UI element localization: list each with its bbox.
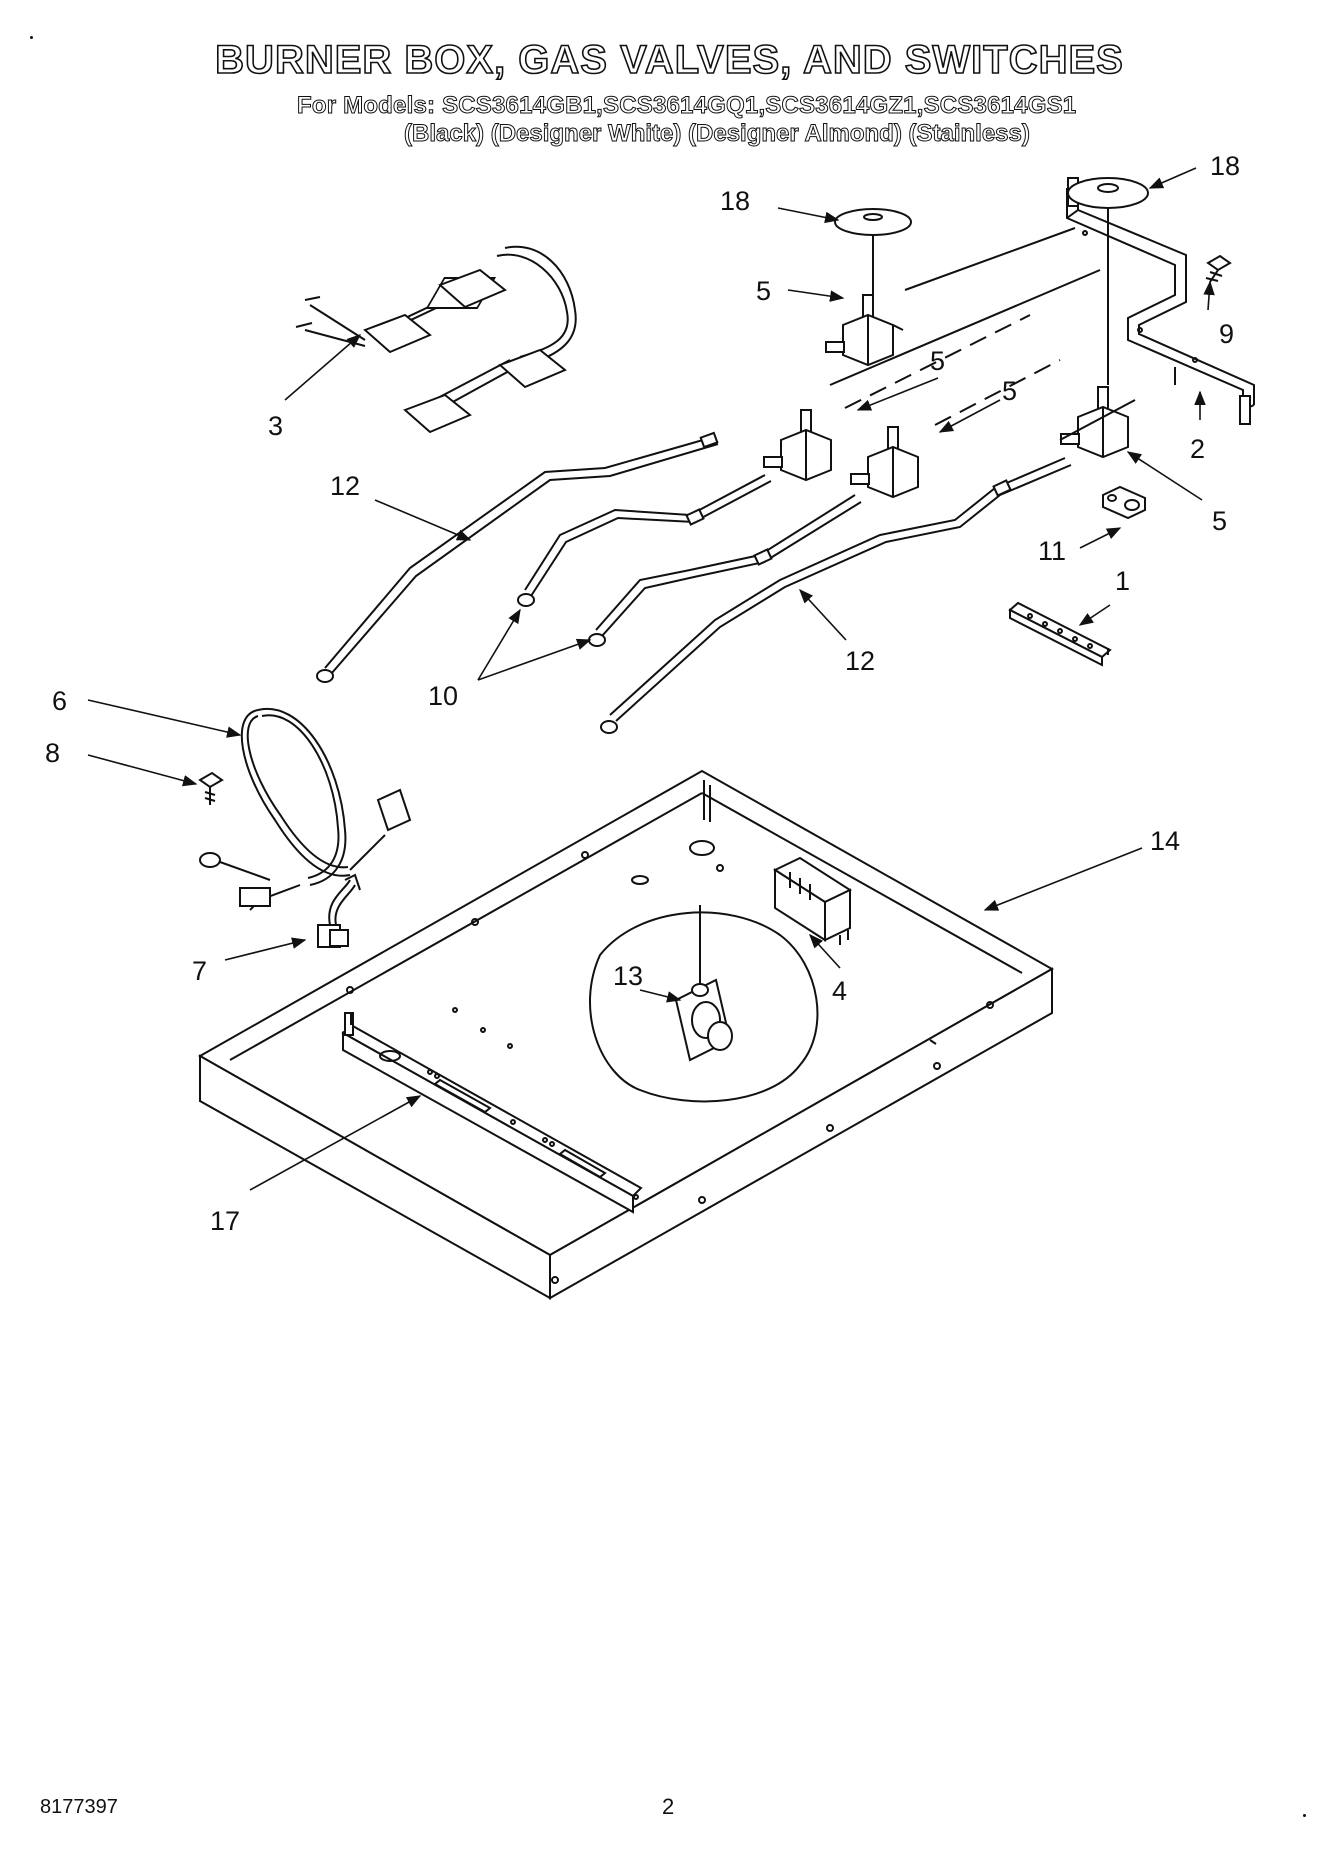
gas-tube xyxy=(517,474,772,607)
callout-9: 9 xyxy=(1219,319,1234,349)
gas-tube xyxy=(316,431,719,683)
callout-5-b: 5 xyxy=(930,346,945,376)
callout-13: 13 xyxy=(613,961,643,991)
screw-9 xyxy=(1205,254,1232,283)
callout-labels: 18 18 5 5 5 5 9 2 3 12 12 10 11 1 6 8 7 … xyxy=(45,151,1240,1236)
callout-14: 14 xyxy=(1150,826,1180,856)
control-bracket xyxy=(341,1012,643,1214)
burner-cap-left xyxy=(834,208,912,236)
callout-10: 10 xyxy=(428,681,458,711)
burner-box xyxy=(197,769,1055,1300)
switch-connector xyxy=(317,873,361,948)
callout-18-left: 18 xyxy=(720,186,750,216)
callout-3: 3 xyxy=(268,411,283,441)
corner-dot xyxy=(30,36,33,39)
callout-5-c: 5 xyxy=(1002,376,1017,406)
page-title: BURNER BOX, GAS VALVES, AND SWITCHES xyxy=(214,37,1124,83)
spark-module xyxy=(772,856,853,945)
callout-6: 6 xyxy=(52,686,67,716)
gas-valve xyxy=(1060,386,1129,459)
callout-1: 1 xyxy=(1115,566,1130,596)
gasket xyxy=(1102,485,1146,520)
pressure-regulator xyxy=(674,905,733,1062)
callout-4: 4 xyxy=(832,976,847,1006)
bracket xyxy=(1008,601,1112,667)
document-number: 8177397 xyxy=(40,1796,118,1818)
models-line: For Models: SCS3614GB1,SCS3614GQ1,SCS361… xyxy=(296,92,1077,120)
callout-12-right: 12 xyxy=(845,646,875,676)
gas-tube xyxy=(588,494,862,647)
gas-valve xyxy=(825,294,904,367)
colors-line: (Black) (Designer White) (Designer Almon… xyxy=(404,120,1031,148)
callout-11: 11 xyxy=(1038,536,1066,566)
callout-7: 7 xyxy=(192,956,207,986)
callout-8: 8 xyxy=(45,738,60,768)
gas-tube xyxy=(600,457,1072,734)
callout-12-left: 12 xyxy=(330,471,360,501)
gas-valve xyxy=(850,426,919,499)
callout-2: 2 xyxy=(1190,434,1205,464)
gas-manifold xyxy=(1066,177,1255,425)
callout-5-a: 5 xyxy=(756,276,771,306)
gas-valve xyxy=(763,409,832,482)
corner-dot xyxy=(1303,1814,1306,1817)
screw-8 xyxy=(198,771,224,805)
callout-5-d: 5 xyxy=(1212,506,1227,536)
callout-17: 17 xyxy=(210,1206,240,1236)
leader-arrows xyxy=(87,167,1215,1191)
callout-18-right: 18 xyxy=(1210,151,1240,181)
page-number: 2 xyxy=(662,1794,675,1819)
ignition-harness xyxy=(295,245,577,434)
power-cord xyxy=(199,707,412,911)
